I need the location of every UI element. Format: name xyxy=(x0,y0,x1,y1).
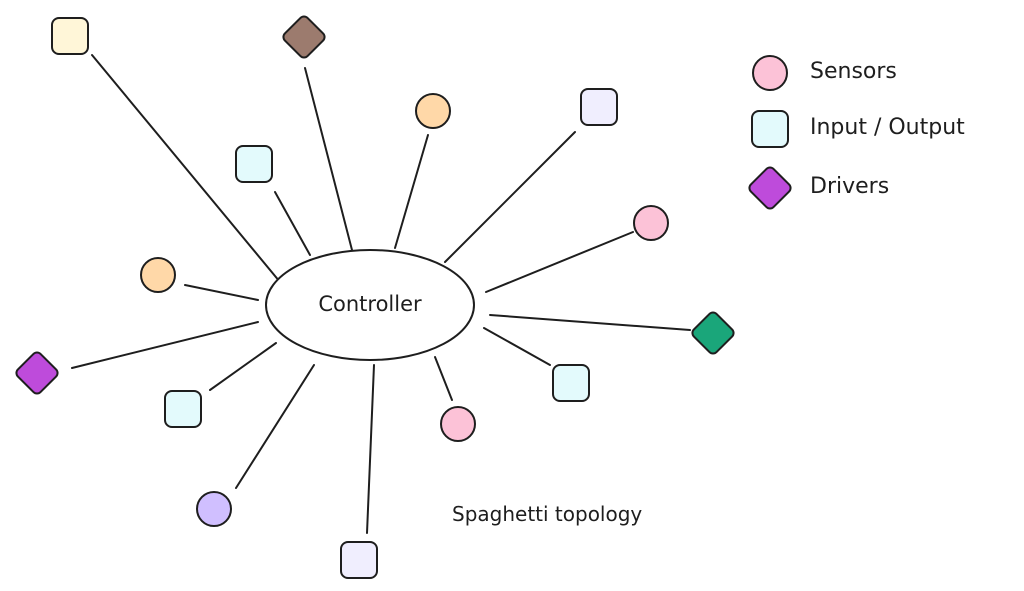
circle-node[interactable] xyxy=(440,406,476,442)
legend-label-drivers: Drivers xyxy=(810,174,890,199)
connection-edge[interactable] xyxy=(235,364,315,489)
connection-edge[interactable] xyxy=(91,54,281,283)
diamond-node[interactable] xyxy=(14,350,59,395)
controller-node[interactable] xyxy=(265,249,475,361)
legend-diamond-icon xyxy=(748,166,792,210)
connection-edge[interactable] xyxy=(489,314,691,331)
circle-node[interactable] xyxy=(415,93,451,129)
connection-edge[interactable] xyxy=(444,131,576,263)
connection-edge[interactable] xyxy=(434,356,453,401)
diamond-node[interactable] xyxy=(690,310,735,355)
square-node[interactable] xyxy=(235,145,273,183)
connection-edge[interactable] xyxy=(209,342,277,391)
circle-node[interactable] xyxy=(140,257,176,293)
square-node[interactable] xyxy=(164,390,202,428)
legend-label-sensors: Sensors xyxy=(810,59,897,84)
connection-edge[interactable] xyxy=(366,364,375,534)
square-node[interactable] xyxy=(51,17,89,55)
diagram-caption: Spaghetti topology xyxy=(452,502,643,526)
diamond-node[interactable] xyxy=(281,14,326,59)
connection-edge[interactable] xyxy=(304,67,353,251)
connection-edge[interactable] xyxy=(394,134,429,249)
circle-node[interactable] xyxy=(633,205,669,241)
connection-edge[interactable] xyxy=(71,321,259,369)
connection-edge[interactable] xyxy=(485,231,634,293)
connection-edge[interactable] xyxy=(483,327,551,366)
square-node[interactable] xyxy=(580,88,618,126)
circle-node[interactable] xyxy=(196,491,232,527)
legend-label-input-output: Input / Output xyxy=(810,115,965,140)
square-node[interactable] xyxy=(340,541,378,579)
square-node[interactable] xyxy=(552,364,590,402)
legend-square-icon xyxy=(751,110,789,148)
legend-circle-icon xyxy=(752,55,788,91)
controller-label: Controller xyxy=(318,292,422,316)
connection-edge[interactable] xyxy=(274,191,311,256)
connection-edge[interactable] xyxy=(184,284,259,301)
